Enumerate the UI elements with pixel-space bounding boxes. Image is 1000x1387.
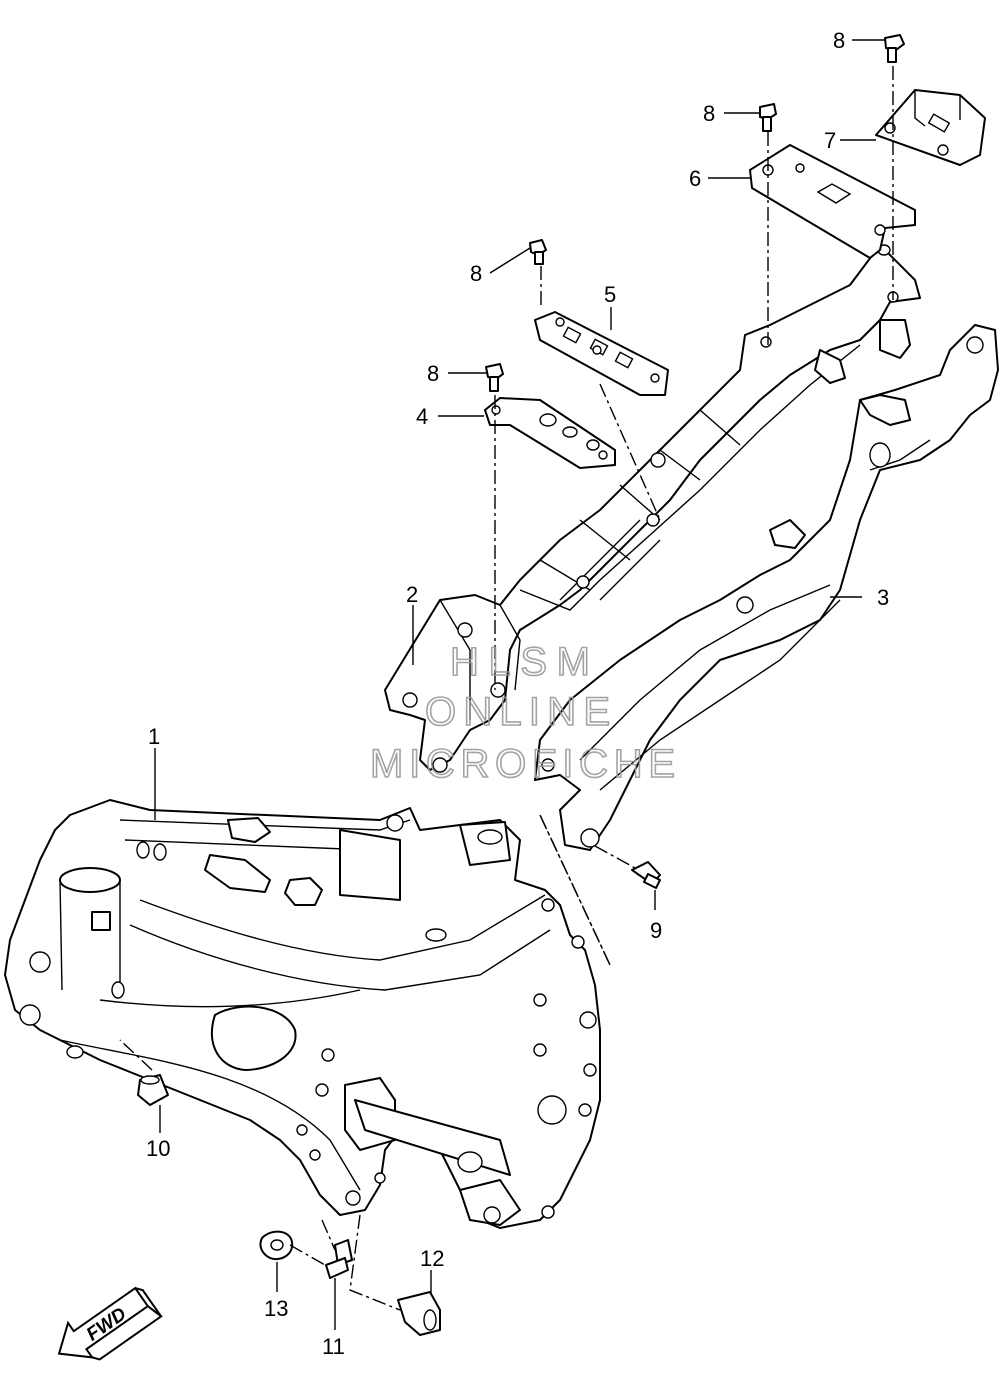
watermark-line-1: HLSM xyxy=(450,640,590,684)
seat-rail-left xyxy=(384,244,921,773)
bolt-9 xyxy=(631,861,661,889)
main-frame xyxy=(4,799,601,1229)
seat-rail-right xyxy=(534,324,999,851)
callout-12: 12 xyxy=(420,1246,444,1271)
callout-5: 5 xyxy=(604,282,616,307)
callout-2: 2 xyxy=(406,582,418,607)
bolt-8a xyxy=(884,34,905,63)
callout-labels: 1 2 3 4 5 6 7 8 8 8 8 9 10 11 12 13 xyxy=(146,28,889,1359)
bolt-8d xyxy=(485,363,504,392)
callout-9: 9 xyxy=(650,918,662,943)
callout-4: 4 xyxy=(416,404,428,429)
callout-11: 11 xyxy=(322,1334,345,1359)
callout-13: 13 xyxy=(264,1296,288,1321)
bolt-8b xyxy=(759,103,777,132)
nut-13 xyxy=(259,1230,294,1261)
callout-10: 10 xyxy=(146,1136,170,1161)
watermark-line-3: MICROFICHE xyxy=(370,742,675,786)
bracket-4 xyxy=(484,397,616,469)
callout-8-second: 8 xyxy=(703,101,715,126)
plate-6 xyxy=(749,144,916,259)
callout-6: 6 xyxy=(689,166,701,191)
fwd-arrow-icon xyxy=(57,1286,150,1359)
callout-8-fourth: 8 xyxy=(427,361,439,386)
callout-7: 7 xyxy=(824,128,836,153)
callout-3: 3 xyxy=(877,585,889,610)
fwd-arrow: FWD xyxy=(57,1286,163,1361)
callout-8-top: 8 xyxy=(833,28,845,53)
assembly-lines xyxy=(119,66,894,1311)
bolt-11 xyxy=(325,1239,353,1279)
collar-10 xyxy=(137,1074,169,1106)
callout-8-third: 8 xyxy=(470,261,482,286)
callout-1: 1 xyxy=(148,724,160,749)
bolt-12 xyxy=(397,1291,441,1336)
bolt-8c xyxy=(529,239,547,265)
leader-lines xyxy=(154,39,885,1330)
bracket-5 xyxy=(534,311,669,396)
